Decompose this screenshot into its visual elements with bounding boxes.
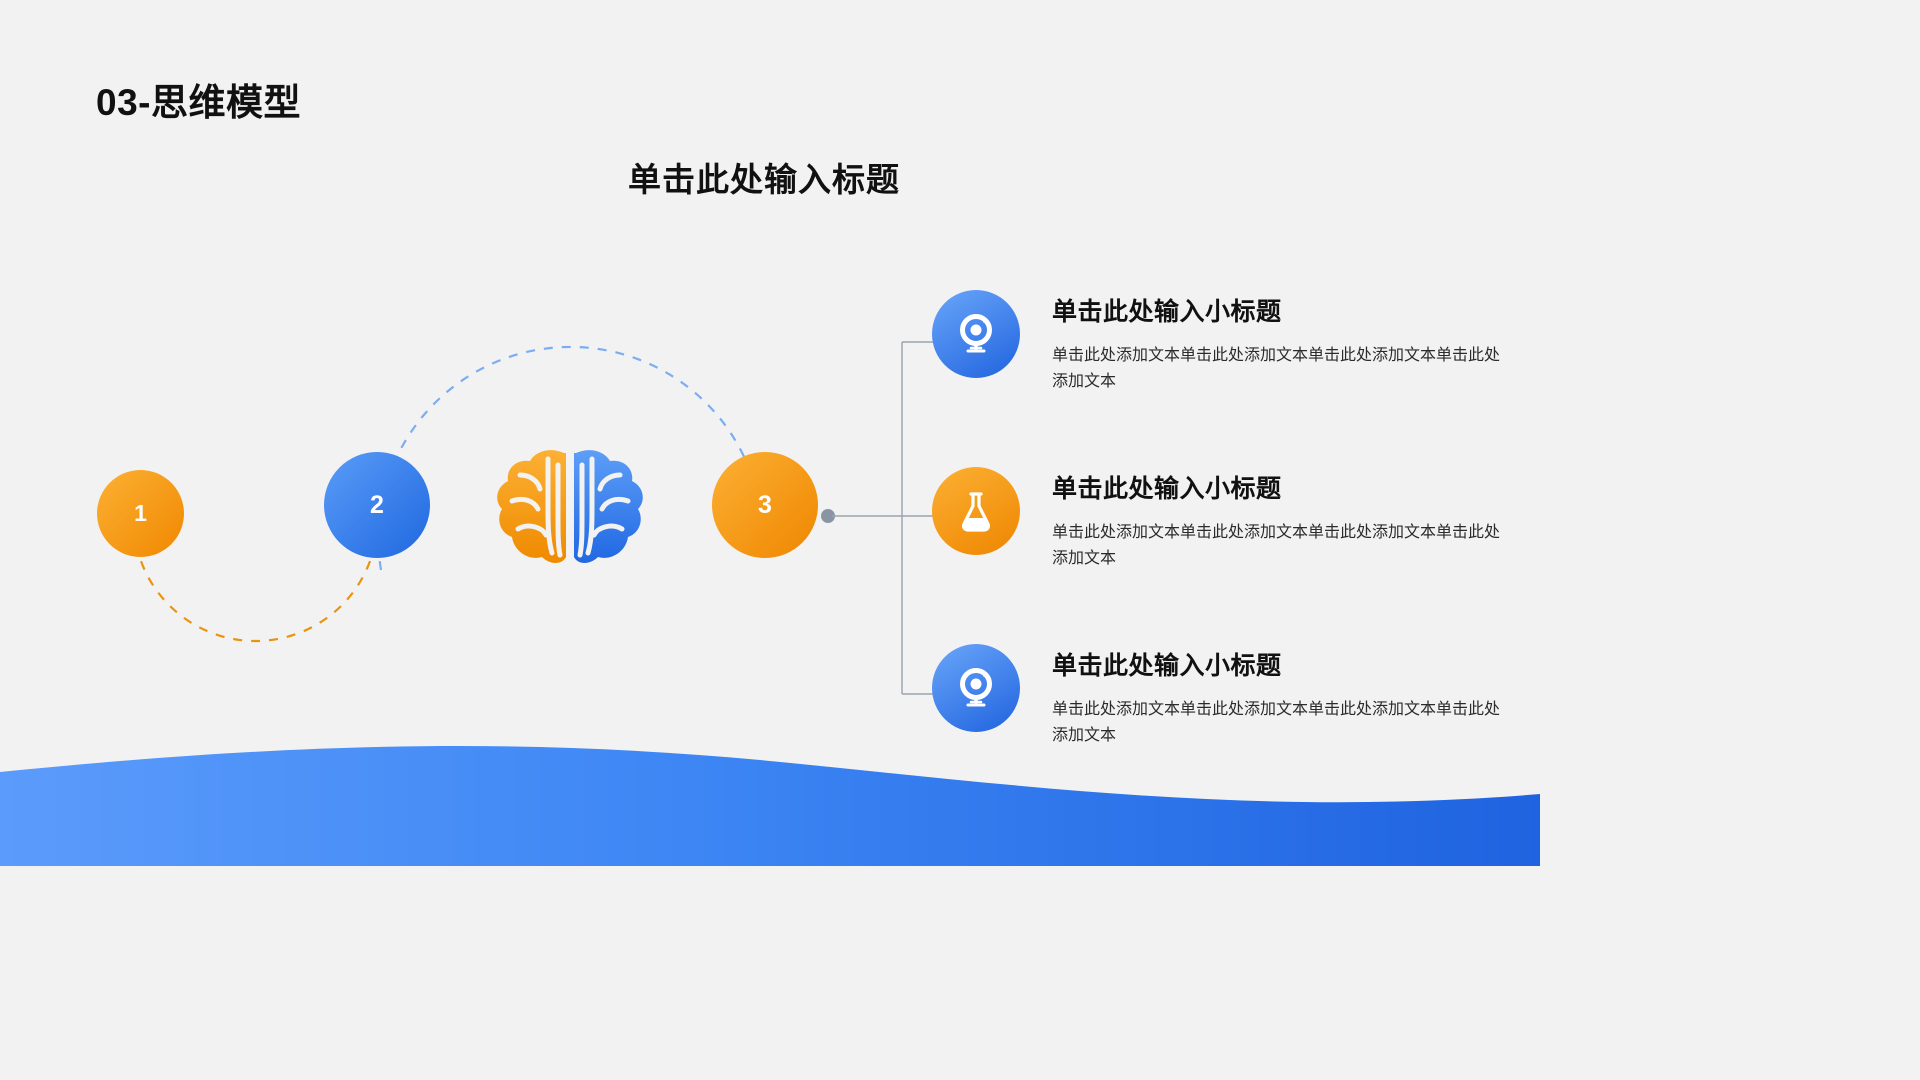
list-item-text: 单击此处输入小标题 单击此处添加文本单击此处添加文本单击此处添加文本单击此处添加… xyxy=(1052,465,1512,572)
list-item-title: 单击此处输入小标题 xyxy=(1052,652,1282,680)
list-item-title: 单击此处输入小标题 xyxy=(1052,298,1282,326)
list-item-text: 单击此处输入小标题 单击此处添加文本单击此处添加文本单击此处添加文本单击此处添加… xyxy=(1052,642,1512,749)
page-title: 单击此处输入标题 xyxy=(628,161,900,198)
step-node-3-label: 3 xyxy=(758,490,772,519)
webcam-icon xyxy=(932,644,1020,732)
step-node-1-label: 1 xyxy=(134,500,147,526)
orange-dashed-arc xyxy=(124,499,379,643)
section-label: 03-思维模型 xyxy=(96,82,301,123)
list-item[interactable]: 单击此处输入小标题 单击此处添加文本单击此处添加文本单击此处添加文本单击此处添加… xyxy=(932,642,1520,772)
slide-canvas: 03-思维模型 单击此处输入标题 1 2 3 xyxy=(0,82,1540,866)
list-item[interactable]: 单击此处输入小标题 单击此处添加文本单击此处添加文本单击此处添加文本单击此处添加… xyxy=(932,465,1520,595)
list-item-body: 单击此处添加文本单击此处添加文本单击此处添加文本单击此处添加文本 xyxy=(1052,345,1501,391)
list-item-body: 单击此处添加文本单击此处添加文本单击此处添加文本单击此处添加文本 xyxy=(1052,699,1501,745)
step-node-3[interactable]: 3 xyxy=(712,452,818,558)
list-item[interactable]: 单击此处输入小标题 单击此处添加文本单击此处添加文本单击此处添加文本单击此处添加… xyxy=(932,288,1520,418)
step-node-2[interactable]: 2 xyxy=(324,452,430,558)
process-diagram: 1 2 3 xyxy=(0,240,900,800)
bottom-wave-decoration xyxy=(0,736,1540,866)
list-item-text: 单击此处输入小标题 单击此处添加文本单击此处添加文本单击此处添加文本单击此处添加… xyxy=(1052,288,1512,395)
brain-icon xyxy=(490,445,650,570)
connector-hub-dot xyxy=(821,509,835,523)
flask-icon xyxy=(932,467,1020,555)
step-node-1[interactable]: 1 xyxy=(97,470,184,557)
step-node-2-label: 2 xyxy=(370,490,384,519)
content-list: 单击此处输入小标题 单击此处添加文本单击此处添加文本单击此处添加文本单击此处添加… xyxy=(900,270,1520,790)
webcam-icon xyxy=(932,290,1020,378)
list-item-title: 单击此处输入小标题 xyxy=(1052,475,1282,503)
list-item-body: 单击此处添加文本单击此处添加文本单击此处添加文本单击此处添加文本 xyxy=(1052,522,1501,568)
